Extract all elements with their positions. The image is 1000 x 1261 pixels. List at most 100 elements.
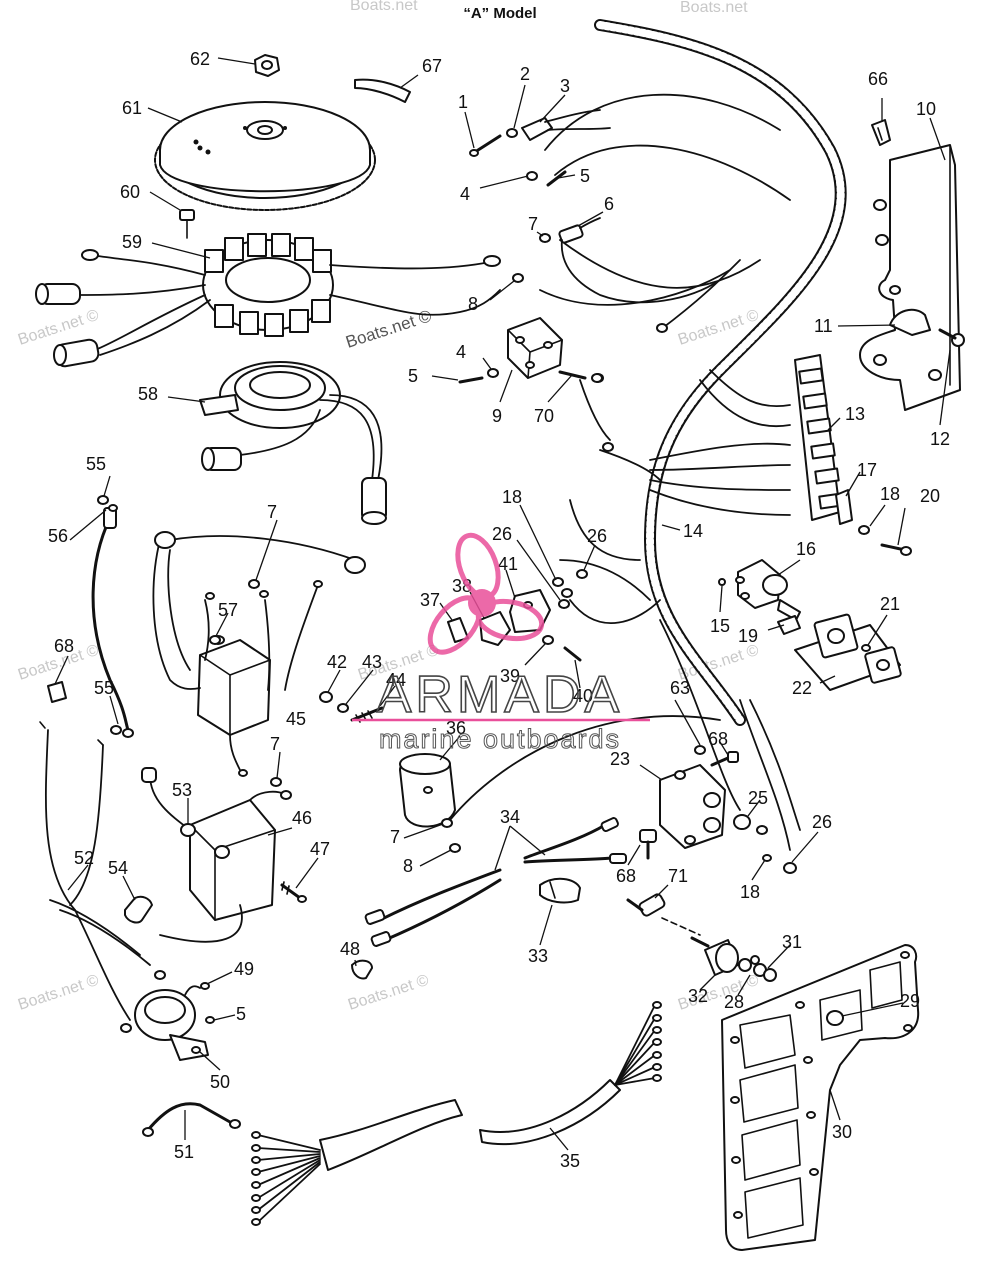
part-labels: 62 67 61 60 59 58 1 2 3 4 5 6 7 8 4 5 9 … bbox=[48, 49, 950, 1171]
label-15: 15 bbox=[710, 616, 730, 636]
label-12: 12 bbox=[930, 429, 950, 449]
key-19 bbox=[777, 615, 801, 635]
nut-55-top bbox=[97, 495, 109, 505]
nut-8-top bbox=[512, 273, 524, 283]
label-58: 58 bbox=[138, 384, 158, 404]
fitting-68-mid bbox=[639, 829, 657, 860]
label-68-left: 68 bbox=[54, 636, 74, 656]
label-36: 36 bbox=[446, 718, 466, 738]
label-3: 3 bbox=[560, 76, 570, 96]
label-13: 13 bbox=[845, 404, 865, 424]
label-70: 70 bbox=[534, 406, 554, 426]
flywheel-key bbox=[354, 78, 411, 103]
label-8-coil36: 8 bbox=[403, 856, 413, 876]
label-1: 1 bbox=[458, 92, 468, 112]
label-33: 33 bbox=[528, 946, 548, 966]
brand-tagline: marine outboards bbox=[379, 724, 621, 754]
washer-2 bbox=[506, 128, 518, 138]
nut-7-lower bbox=[270, 777, 282, 787]
label-57: 57 bbox=[218, 600, 238, 620]
label-37: 37 bbox=[420, 590, 440, 610]
ignition-coil-57 bbox=[152, 531, 366, 777]
label-9: 9 bbox=[492, 406, 502, 426]
brand-name: ARMADA bbox=[377, 666, 623, 724]
label-32: 32 bbox=[688, 986, 708, 1006]
label-26-mid: 26 bbox=[492, 524, 512, 544]
label-22: 22 bbox=[792, 678, 812, 698]
fitting-68-left bbox=[47, 681, 67, 703]
label-16: 16 bbox=[796, 539, 816, 559]
nut-55-bottom bbox=[110, 725, 134, 738]
label-55-top: 55 bbox=[86, 454, 106, 474]
fitting-68-solenoid bbox=[710, 751, 739, 767]
nut-39 bbox=[542, 635, 554, 645]
label-61: 61 bbox=[122, 98, 142, 118]
label-46: 46 bbox=[292, 808, 312, 828]
cable-bundle-52 bbox=[39, 721, 166, 1033]
screw-40 bbox=[563, 646, 582, 662]
label-51: 51 bbox=[174, 1142, 194, 1162]
screw-63 bbox=[694, 745, 706, 755]
clip-48 bbox=[351, 959, 373, 980]
label-18-right: 18 bbox=[880, 484, 900, 504]
label-52: 52 bbox=[74, 848, 94, 868]
capacitor-6 bbox=[558, 217, 721, 304]
nut-57 bbox=[209, 635, 221, 645]
label-44: 44 bbox=[386, 670, 406, 690]
stator-screw bbox=[179, 209, 195, 239]
cable-clip-33 bbox=[539, 877, 581, 904]
label-7-top: 7 bbox=[528, 214, 538, 234]
label-26-right: 26 bbox=[587, 526, 607, 546]
label-7-coil: 7 bbox=[267, 502, 277, 522]
label-2: 2 bbox=[520, 64, 530, 84]
label-40: 40 bbox=[573, 686, 593, 706]
nut-7-coil bbox=[248, 579, 260, 589]
power-pack-46 bbox=[141, 767, 292, 943]
label-48: 48 bbox=[340, 939, 360, 959]
screw-49 bbox=[200, 982, 210, 990]
elbow-54 bbox=[124, 895, 153, 924]
terminal-25 bbox=[733, 814, 768, 835]
watermark-top-right: Boats.net bbox=[680, 0, 748, 16]
label-45: 45 bbox=[286, 709, 306, 729]
nut-4-top bbox=[526, 171, 538, 181]
label-71: 71 bbox=[668, 866, 688, 886]
label-68-solenoid: 68 bbox=[708, 729, 728, 749]
screw-70 bbox=[558, 370, 603, 383]
fuse-holder-71 bbox=[626, 893, 701, 936]
label-7-coil36: 7 bbox=[390, 827, 400, 847]
ignition-switch bbox=[735, 559, 801, 621]
lead-51 bbox=[142, 1102, 241, 1137]
screw-47 bbox=[280, 881, 307, 903]
harness-35 bbox=[479, 1001, 662, 1146]
label-49: 49 bbox=[234, 959, 254, 979]
label-5-lower: 5 bbox=[236, 1004, 246, 1024]
clip-66 bbox=[871, 119, 891, 146]
thermo-switch-50 bbox=[134, 985, 209, 1061]
nut-21 bbox=[861, 644, 871, 652]
armada-watermark: ARMADA marine outboards bbox=[352, 532, 650, 755]
label-18-mid: 18 bbox=[502, 487, 522, 507]
timer-base bbox=[199, 361, 387, 525]
label-56: 56 bbox=[48, 526, 68, 546]
label-60: 60 bbox=[120, 182, 140, 202]
label-10: 10 bbox=[916, 99, 936, 119]
ground-lead-56 bbox=[91, 504, 130, 732]
watermark-top-center: Boats.net bbox=[350, 0, 418, 14]
label-19: 19 bbox=[738, 626, 758, 646]
nuts-18-26-mid bbox=[552, 569, 588, 609]
label-26-lower: 26 bbox=[812, 812, 832, 832]
label-59: 59 bbox=[122, 232, 142, 252]
label-4-mid: 4 bbox=[456, 342, 466, 362]
label-53: 53 bbox=[172, 780, 192, 800]
nut-7-coil36 bbox=[441, 818, 453, 828]
screw-20 bbox=[880, 543, 912, 556]
nut-18-right bbox=[858, 525, 870, 535]
flywheel-nut bbox=[254, 54, 280, 77]
flywheel bbox=[154, 101, 376, 211]
screw-5-lower bbox=[205, 1016, 215, 1024]
propeller-icon bbox=[427, 532, 545, 655]
label-28: 28 bbox=[724, 992, 744, 1012]
label-31: 31 bbox=[782, 932, 802, 952]
screw-5-top bbox=[546, 170, 567, 187]
